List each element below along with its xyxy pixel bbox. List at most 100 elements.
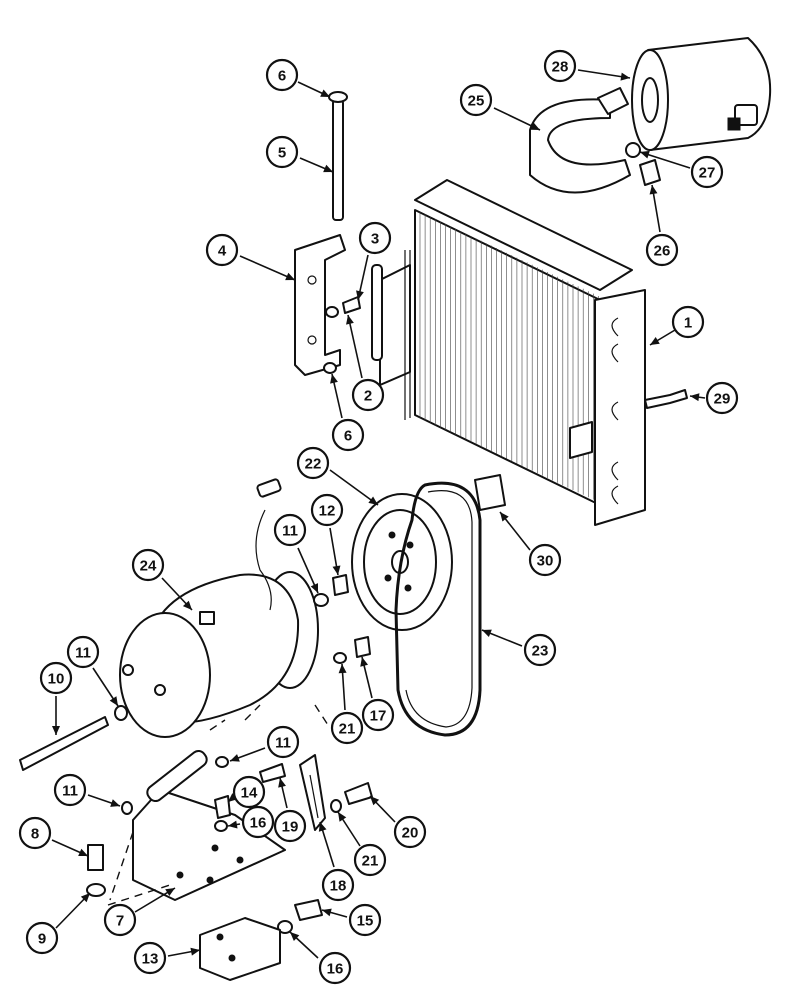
callout-6: 6 — [265, 58, 299, 92]
plate-hole — [236, 856, 244, 864]
callout-number: 20 — [402, 825, 419, 842]
callout-number: 28 — [552, 59, 569, 76]
callout-number: 15 — [357, 913, 374, 930]
bolt-15 — [294, 899, 323, 921]
condenser-side-plate — [594, 289, 646, 526]
callout-circle — [528, 543, 562, 577]
callout-10: 10 — [39, 661, 73, 695]
bolt-20 — [344, 782, 373, 805]
callout-number: 4 — [218, 243, 227, 260]
callout-arrow-19 — [278, 778, 286, 788]
callout-circle — [39, 661, 73, 695]
callout-circle — [310, 493, 344, 527]
compressor-bolt — [154, 684, 166, 696]
callout-number: 3 — [371, 231, 379, 248]
callout-number: 8 — [31, 826, 39, 843]
washer-11-mid — [215, 756, 229, 768]
callout-4: 4 — [205, 233, 239, 267]
callout-number: 11 — [275, 735, 291, 752]
callout-circle — [133, 941, 167, 975]
callout-arrow-5 — [323, 164, 333, 173]
nut-17 — [354, 636, 371, 658]
callout-circle — [265, 135, 299, 169]
callout-25: 25 — [459, 83, 493, 117]
washer-21-lower — [330, 799, 342, 813]
callout-number: 6 — [344, 428, 352, 445]
callout-arrow-15 — [322, 908, 332, 917]
callout-arrow-21 — [338, 812, 347, 822]
callout-circle — [393, 815, 427, 849]
callout-19: 19 — [273, 809, 307, 843]
condenser-tube — [371, 264, 383, 361]
callout-18: 18 — [321, 868, 355, 902]
callout-21: 21 — [353, 843, 387, 877]
callout-arrow-30 — [500, 512, 509, 522]
callout-number: 26 — [654, 243, 671, 260]
callout-arrow-11 — [109, 696, 118, 706]
callout-circle — [358, 221, 392, 255]
callout-arrow-9 — [80, 893, 90, 903]
callout-circle — [266, 725, 300, 759]
callout-arrow-11 — [230, 754, 240, 762]
callout-number: 14 — [241, 785, 258, 802]
callout-5: 5 — [265, 135, 299, 169]
callout-number: 1 — [684, 315, 692, 332]
washer-11-lower — [121, 801, 133, 815]
callout-17: 17 — [361, 698, 395, 732]
block-hole — [216, 933, 224, 941]
washer-16-upper — [214, 820, 228, 832]
callout-3: 3 — [358, 221, 392, 255]
callout-circle — [103, 903, 137, 937]
callout-arrow-11 — [110, 799, 120, 807]
washer-6-bottom — [323, 362, 337, 374]
callout-11: 11 — [266, 725, 300, 759]
callout-number: 7 — [116, 913, 124, 930]
callout-circle — [361, 698, 395, 732]
mounting-block — [199, 917, 281, 981]
callout-6: 6 — [331, 418, 365, 452]
compressor-port — [199, 611, 215, 625]
pulley-bolt-hole — [404, 584, 412, 592]
compressor-connector — [256, 478, 282, 498]
callout-arrow-27 — [640, 150, 650, 159]
alignment-lines — [107, 704, 329, 906]
callout-11: 11 — [66, 635, 100, 669]
callout-7: 7 — [103, 903, 137, 937]
callout-arrow-26 — [649, 185, 658, 195]
drive-belt — [394, 481, 482, 737]
callout-circle — [66, 635, 100, 669]
callout-2: 2 — [351, 378, 385, 412]
callout-number: 25 — [468, 93, 485, 110]
callout-circle — [690, 155, 724, 189]
callout-16: 16 — [318, 951, 352, 985]
callout-circle — [331, 418, 365, 452]
callout-arrow-8 — [78, 848, 88, 856]
washer-9 — [86, 883, 106, 897]
callout-circle — [330, 711, 364, 745]
plate-hole — [211, 844, 219, 852]
mounting-rod — [332, 99, 344, 221]
callout-leader-2 — [347, 314, 363, 379]
condenser-side-rail — [404, 250, 411, 420]
callout-16: 16 — [241, 805, 275, 839]
callout-number: 11 — [282, 523, 298, 540]
callout-arrow-16 — [228, 820, 238, 829]
adjuster-slot — [309, 774, 319, 819]
callout-arrow-6 — [320, 89, 330, 97]
callout-number: 2 — [364, 388, 372, 405]
support-bracket — [294, 234, 346, 376]
callout-arrow-6 — [330, 374, 338, 384]
bolt-8 — [87, 844, 104, 871]
callout-number: 9 — [38, 931, 46, 948]
compressor-end-cover — [119, 612, 211, 738]
callout-circle — [705, 381, 739, 415]
callout-arrow-20 — [370, 796, 380, 806]
callout-circle — [351, 378, 385, 412]
callout-number: 18 — [330, 878, 347, 895]
washer-3 — [325, 306, 339, 318]
callout-15: 15 — [348, 903, 382, 937]
callout-11: 11 — [53, 773, 87, 807]
callout-24: 24 — [131, 548, 165, 582]
callout-20: 20 — [393, 815, 427, 849]
